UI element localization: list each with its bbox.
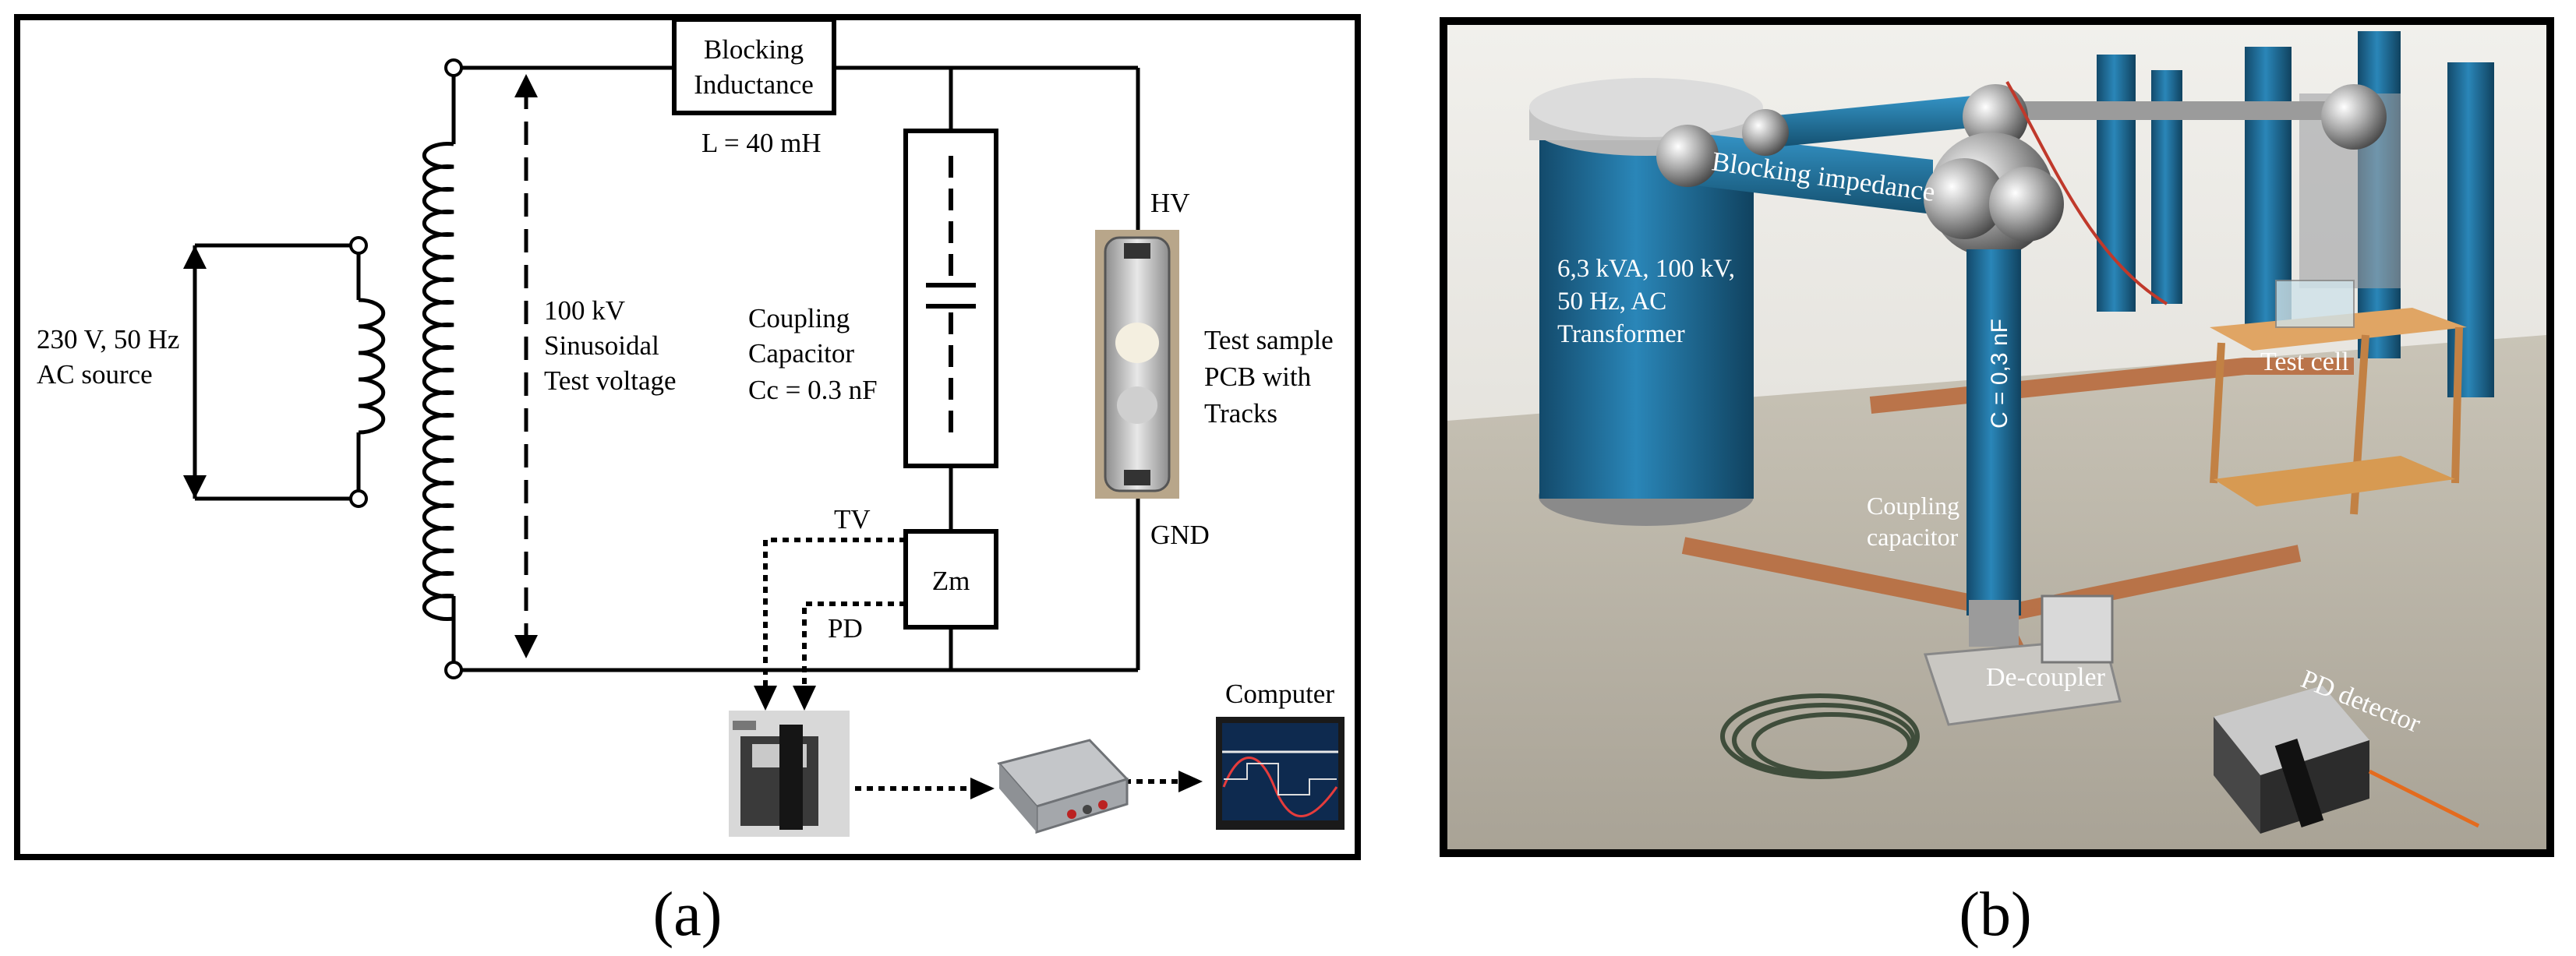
hv-label: HV (1150, 188, 1190, 218)
acquisition-unit-image (997, 739, 1129, 834)
coupling-label-line1: Coupling (748, 303, 850, 333)
ground-cable-coil (1720, 693, 1920, 779)
circuit-wires (193, 65, 1140, 672)
hv-lead-cable (2005, 80, 2168, 305)
signal-arrowheads (754, 686, 1203, 799)
sample-label-line3: Tracks (1204, 398, 1277, 429)
photo-label-capacitor-marking: C = 0,3 nF (1987, 319, 2012, 429)
signal-paths (763, 538, 1178, 791)
photo-label-decoupler: De-coupler (1986, 663, 2106, 692)
photo-labels: Blocking impedance 6,3 kVA, 100 kV, 50 H… (1557, 146, 2425, 739)
transformer-image (1529, 78, 1763, 526)
decoupler-image (1923, 594, 2122, 726)
coupling-label-line2: Capacitor (748, 338, 854, 369)
coupling-capacitor-image (1966, 249, 2021, 647)
gnd-label: GND (1150, 520, 1210, 550)
source-label-line2: AC source (37, 359, 153, 390)
panel-b-photo: Blocking impedance 6,3 kVA, 100 kV, 50 H… (1440, 17, 2554, 857)
photo-label-transformer-line2: 50 Hz, AC (1557, 288, 1666, 316)
test-sample-image (1095, 230, 1179, 499)
test-table-image (2210, 280, 2467, 515)
pd-detector-device-image (729, 711, 850, 837)
panel-b-caption: (b) (1959, 880, 2031, 949)
photo-label-test-cell: Test cell (2260, 347, 2349, 376)
panel-a-caption: (a) (653, 880, 723, 949)
blocking-impedance-image (1656, 93, 2003, 214)
tv-label: TV (834, 504, 871, 534)
secondary-winding-icon (422, 142, 454, 621)
capacitor-symbol-icon (926, 156, 976, 436)
photo-label-transformer-line3: Transformer (1557, 320, 1685, 348)
photo-label-transformer-line1: 6,3 kVA, 100 kV, (1557, 255, 1735, 283)
blocking-inductance-box (672, 17, 836, 115)
sample-label-line2: PCB with (1204, 362, 1312, 392)
coupling-capacitor-box (903, 129, 998, 468)
computer-monitor-image (1216, 717, 1345, 830)
test-voltage-label-line2: Sinusoidal (544, 330, 659, 361)
computer-label: Computer (1225, 679, 1334, 709)
blocking-title-line2: Inductance (694, 69, 814, 100)
panel-a-labels: 230 V, 50 Hz AC source 100 kV Sinusoidal… (37, 34, 1334, 709)
sample-label-line1: Test sample (1204, 325, 1334, 355)
blocking-title-line1: Blocking (704, 34, 804, 65)
pd-detector-photo-image (2214, 686, 2480, 834)
panel-a-circuit: 230 V, 50 Hz AC source 100 kV Sinusoidal… (14, 14, 1361, 860)
source-label-line1: 230 V, 50 Hz (37, 324, 179, 355)
primary-winding-icon (358, 298, 386, 435)
measuring-impedance-box (903, 529, 998, 630)
test-voltage-label-line3: Test voltage (544, 365, 677, 396)
terminals (349, 58, 463, 679)
blocking-value: L = 40 mH (701, 128, 822, 158)
coupling-label-line3: Cc = 0.3 nF (748, 375, 878, 405)
photo-label-coupling-line1: Coupling (1867, 492, 1959, 520)
zm-label: Zm (932, 566, 970, 596)
photo-label-coupling-line2: capacitor (1867, 523, 1959, 551)
test-voltage-label-line1: 100 kV (544, 295, 625, 326)
pd-label: PD (828, 613, 863, 644)
hv-electrode-spheres (1924, 84, 2387, 257)
